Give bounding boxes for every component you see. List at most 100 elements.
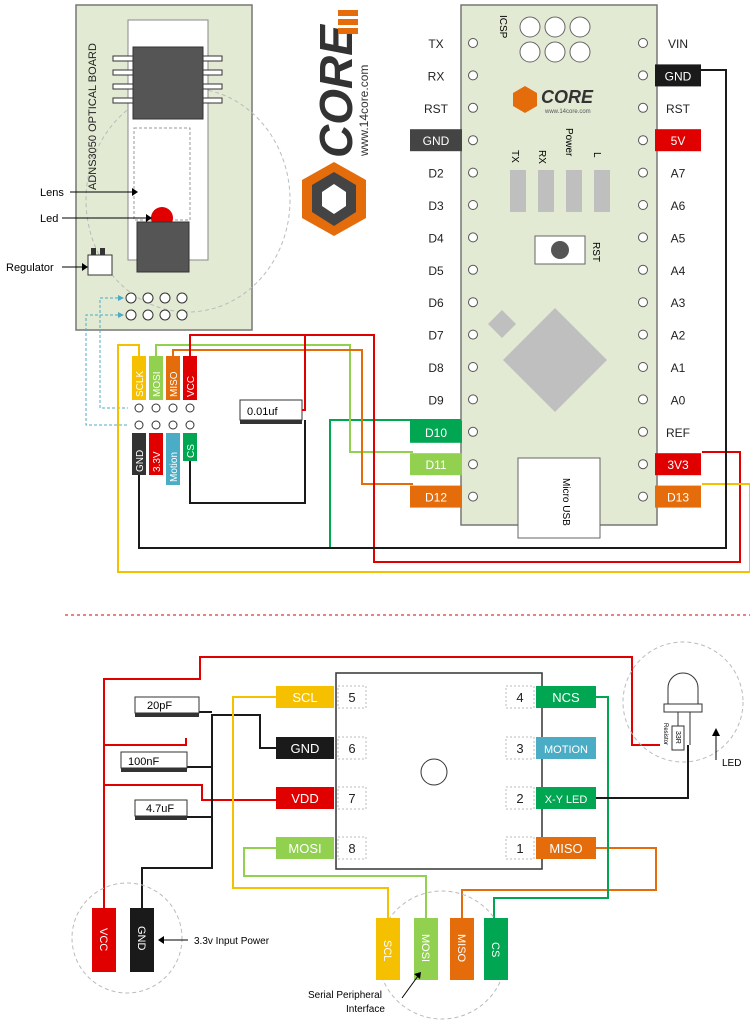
chip-pin-number: 4	[516, 690, 523, 705]
arduino-right-pin-a3: A3	[671, 296, 686, 310]
left-pin-holes	[468, 38, 478, 502]
chip-pin-motion: MOTION	[544, 744, 588, 756]
left-pin-hole	[468, 70, 478, 81]
right-pin-hole	[638, 167, 648, 178]
arduino-right-pin-gnd: GND	[665, 69, 692, 83]
left-pin-hole	[468, 329, 478, 340]
right-pin-badge	[655, 453, 701, 476]
chip-pin-gnd: GND	[291, 741, 320, 756]
sensor-dashed-outline	[85, 87, 291, 313]
left-pin-hole	[468, 426, 478, 437]
arduino-right-pin-ref: REF	[666, 426, 690, 440]
spi-cs: CS	[489, 942, 501, 957]
arduino-logo-brand: CORE	[541, 87, 594, 107]
chip-pin-pad	[337, 685, 367, 709]
arduino-left-pin-rx: RX	[428, 69, 445, 83]
arduino-right-pin-rst: RST	[666, 102, 691, 116]
arduino-left-pin-d7: D7	[428, 329, 444, 343]
arduino-right-pin-a7: A7	[671, 167, 686, 181]
chip-pin-vdd: VDD	[291, 791, 318, 806]
right-pin-hole	[638, 70, 648, 81]
power-gnd: GND	[135, 926, 147, 951]
arduino-left-pin-d10: D10	[425, 426, 447, 440]
right-pin-hole	[638, 102, 648, 113]
chip-pin-number: 6	[348, 741, 355, 756]
right-pin-hole	[638, 232, 648, 243]
chip-pin-pad	[505, 736, 535, 760]
power-note: 3.3v Input Power	[194, 936, 270, 947]
arduino-right-pin-a2: A2	[671, 329, 686, 343]
right-pin-hole	[638, 264, 648, 275]
left-pin-badge	[410, 420, 462, 443]
arduino-left-pin-rst: RST	[424, 102, 449, 116]
sensor-header-holes	[125, 292, 188, 321]
arduino-left-pin-tx: TX	[428, 37, 443, 51]
optical-sensor-board: ADNS3050 OPTICAL BOARD Lens Led Regulato…	[6, 4, 291, 426]
chip-pin-pad	[337, 836, 367, 860]
logo-brand: CORE	[310, 24, 362, 158]
resistor-icon	[671, 725, 685, 751]
header-3v3: 3.3V	[152, 451, 163, 472]
arduino-right-pin-3v3: 3V3	[667, 458, 689, 472]
arduino-right-pin-d13: D13	[667, 491, 689, 505]
right-pin-hole	[638, 459, 648, 470]
led-rx-label: RX	[536, 150, 547, 164]
capacitor-20pf: 20pF	[134, 696, 200, 717]
arduino-left-pin-d12: D12	[425, 491, 447, 505]
capacitor-100nf: 100nF	[120, 751, 188, 772]
arduino-left-pin-d8: D8	[428, 361, 444, 375]
arduino-logo-url: www.14core.com	[544, 109, 591, 115]
chip-lens-icon	[420, 758, 448, 786]
chip-right-badge	[536, 837, 596, 859]
led-component: 33R Resistor LED	[622, 641, 744, 769]
usb-label: Micro USB	[560, 478, 571, 526]
left-pin-hole	[468, 232, 478, 243]
resistor-label: Resistor	[662, 723, 668, 745]
mcu-small-icon	[488, 310, 516, 338]
arduino-left-pin-gnd: GND	[423, 134, 450, 148]
spi-label-line2: Interface	[346, 1004, 385, 1015]
capacitor-47uf: 4.7uF	[134, 799, 188, 820]
chip-right-badge	[536, 737, 596, 759]
left-pin-hole	[468, 135, 478, 146]
mcu-chip	[503, 308, 607, 412]
top-wires	[117, 69, 750, 573]
chip-left-badge	[276, 737, 334, 759]
power-input: VCC GND 3.3v Input Power	[71, 882, 270, 994]
capacitor-47uf-label: 4.7uF	[146, 803, 174, 815]
arduino-right-pin-a1: A1	[671, 361, 686, 375]
left-pin-hole	[468, 394, 478, 405]
chip-left-badge	[276, 787, 334, 809]
capacitor-001uf-label: 0.01uf	[247, 406, 279, 418]
header-gnd: GND	[135, 450, 146, 472]
reset-label: RST	[590, 242, 601, 262]
chip-pin-number: 2	[516, 791, 523, 806]
resistor-value: 33R	[674, 731, 681, 744]
sensor-header-dots	[134, 403, 195, 430]
led-l-label: L	[591, 152, 602, 158]
left-pin-hole	[468, 491, 478, 502]
left-pin-badge	[410, 485, 462, 508]
sensor-board-title: ADNS3050 OPTICAL BOARD	[87, 43, 99, 190]
header-vcc: VCC	[186, 376, 197, 397]
arduino-logo: CORE www.14core.com	[513, 86, 594, 115]
arduino-right-pin-a5: A5	[671, 231, 686, 245]
right-pin-hole	[638, 297, 648, 308]
left-pin-hole	[468, 167, 478, 178]
left-pin-hole	[468, 459, 478, 470]
right-pin-hole	[638, 491, 648, 502]
arduino-left-pin-d3: D3	[428, 199, 444, 213]
capacitor-100nf-label: 100nF	[128, 756, 159, 768]
led-tx-label: TX	[509, 150, 520, 163]
arduino-left-pin-d11: D11	[425, 458, 446, 472]
capacitor-001uf: 0.01uf	[239, 399, 303, 424]
capacitor-20pf-label: 20pF	[147, 700, 172, 712]
arduino-left-pin-d5: D5	[428, 264, 444, 278]
arduino-right-pin-5v: 5V	[671, 134, 686, 148]
left-pin-badge	[410, 129, 462, 152]
chip-pin-number: 8	[348, 841, 355, 856]
logo-url: www.14core.com	[357, 65, 371, 157]
